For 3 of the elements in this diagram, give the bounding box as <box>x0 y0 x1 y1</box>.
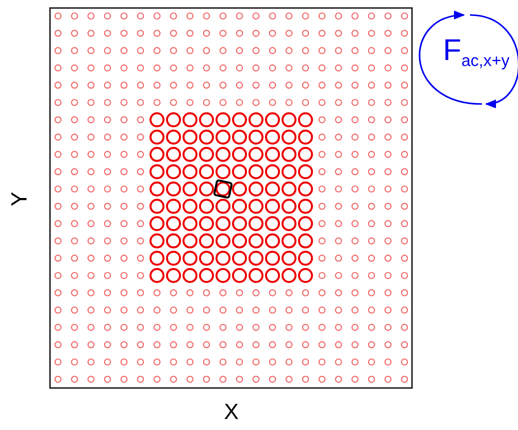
force-label: F$_{ac,x+y}$ <box>443 36 510 70</box>
axis-label: X <box>224 401 239 423</box>
axis-label: Y <box>8 192 30 206</box>
